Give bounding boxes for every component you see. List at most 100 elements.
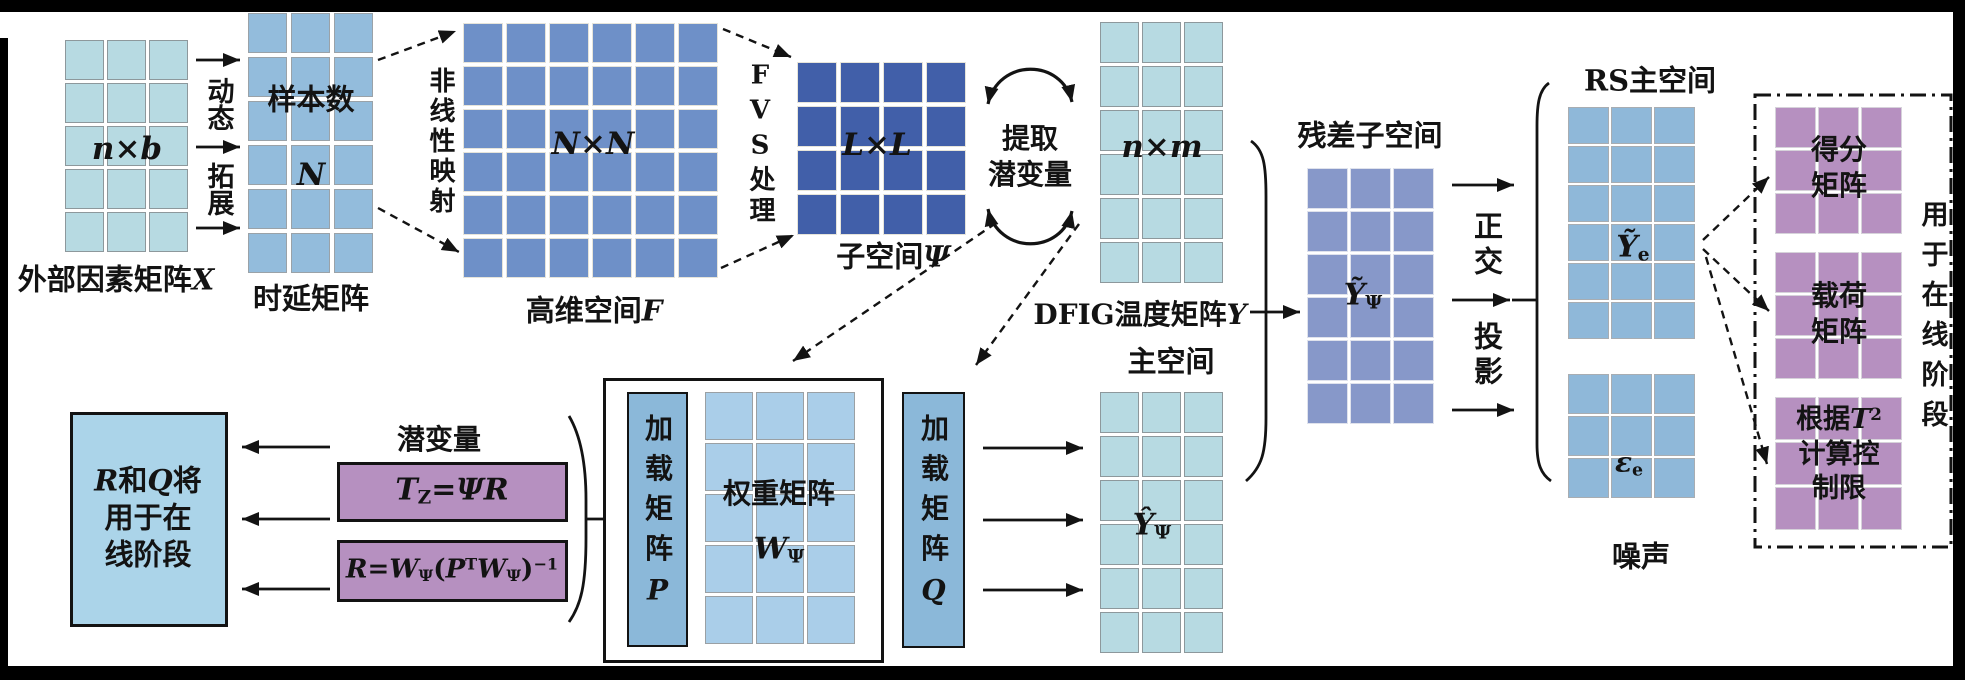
label-loading-matrix-p: 加载矩阵P (641, 413, 674, 619)
matrix-weight (705, 392, 855, 644)
matrix-cell (463, 66, 503, 106)
matrix-cell (463, 109, 503, 149)
matrix-cell (1142, 612, 1181, 653)
label-extract-latent-variables: 提取 潜变量 (987, 122, 1072, 191)
matrix-cell (705, 392, 753, 440)
matrix-cell (1307, 297, 1348, 338)
matrix-cell (883, 194, 923, 235)
matrix-cell (291, 101, 330, 141)
caption-high-dim-space-f: 高维空间F (525, 293, 663, 328)
matrix-cell (756, 392, 804, 440)
matrix-cell (1654, 374, 1695, 414)
matrix-cell (1654, 224, 1695, 261)
matrix-cell (1393, 211, 1434, 252)
label-y-tilde-e: Ỹe (1616, 229, 1650, 266)
double-curved-arrow (984, 67, 1076, 105)
matrix-cell (592, 109, 632, 149)
matrix-cell (463, 195, 503, 235)
label-orthogonal: 正交 (1469, 211, 1504, 281)
matrix-cell (1861, 338, 1902, 379)
matrix-cell (1568, 458, 1609, 498)
matrix-delay (248, 13, 373, 273)
matrix-cell (149, 40, 188, 80)
matrix-cell (1307, 211, 1348, 252)
dashed-arrow (1704, 256, 1769, 465)
matrix-cell (678, 109, 718, 149)
matrix-cell (65, 126, 104, 166)
matrix-cell (1654, 458, 1695, 498)
matrix-cell (107, 40, 146, 80)
caption-noise: 噪声 (1611, 539, 1671, 574)
matrix-cell (926, 62, 966, 103)
dashed-arrow (722, 27, 792, 59)
matrix-cell (149, 212, 188, 252)
matrix-cell (107, 212, 146, 252)
label-y-hat-psi: ŶΨ (1132, 507, 1172, 544)
dashed-arrow (720, 233, 795, 270)
matrix-cell (1142, 198, 1181, 239)
matrix-cell (107, 126, 146, 166)
matrix-cell (1184, 436, 1223, 477)
matrix-cell (65, 169, 104, 209)
matrix-cell (1393, 254, 1434, 295)
matrix-cell (1775, 150, 1816, 191)
label-score-matrix: 得分 矩阵 (1810, 133, 1868, 202)
caption-subspace-psi: 子空间Ψ (836, 239, 950, 274)
matrix-cell (1568, 302, 1609, 339)
matrix-cell (635, 23, 675, 63)
matrix-cell (1307, 340, 1348, 381)
matrix-cell (635, 109, 675, 149)
matrix-cell (797, 150, 837, 191)
matrix-cell (1184, 480, 1223, 521)
label-dynamic: 动态 (202, 77, 234, 131)
matrix-cell (1100, 66, 1139, 107)
matrix-cell (1142, 66, 1181, 107)
matrix-cell (1142, 110, 1181, 151)
matrix-cell (635, 66, 675, 106)
matrix-cell (1100, 568, 1139, 609)
matrix-cell (1568, 374, 1609, 414)
matrix-psi-subspace (797, 62, 966, 235)
matrix-cell (1775, 338, 1816, 379)
matrix-cell (807, 494, 855, 542)
matrix-cell (592, 238, 632, 278)
label-rs-principal-space: RS主空间 (1583, 63, 1717, 98)
matrix-cell (756, 596, 804, 644)
matrix-cell (463, 152, 503, 192)
matrix-cell (1100, 392, 1139, 433)
matrix-cell (549, 238, 589, 278)
matrix-cell (1611, 458, 1652, 498)
label-principal-space: 主空间 (1127, 344, 1215, 379)
matrix-cell (1611, 416, 1652, 456)
label-n: N (296, 157, 326, 194)
matrix-cell (1775, 107, 1816, 148)
label-latent-variable: 潜变量 (396, 423, 482, 457)
matrix-cell (1654, 146, 1695, 183)
brace (1535, 81, 1552, 483)
matrix-cell (1611, 185, 1652, 222)
matrix-cell (756, 545, 804, 593)
loading-matrix-q-rect (902, 392, 965, 648)
matrix-cell (678, 152, 718, 192)
matrix-rs-principal (1568, 107, 1695, 339)
matrix-cell (797, 62, 837, 103)
matrix-cell (1393, 168, 1434, 209)
matrix-cell (807, 443, 855, 491)
matrix-cell (291, 57, 330, 97)
matrix-cell (463, 238, 503, 278)
matrix-y-residual (1307, 168, 1434, 424)
matrix-cell (149, 169, 188, 209)
matrix-cell (1775, 252, 1816, 293)
matrix-cell (1654, 107, 1695, 144)
matrix-cell (1142, 154, 1181, 195)
matrix-cell (807, 596, 855, 644)
matrix-cell (1184, 198, 1223, 239)
matrix-cell (1568, 185, 1609, 222)
pw-group-box (603, 378, 884, 663)
matrix-cell (1184, 110, 1223, 151)
matrix-cell (592, 23, 632, 63)
matrix-noise (1568, 374, 1695, 498)
matrix-cell (291, 13, 330, 53)
matrix-cell (549, 109, 589, 149)
matrix-cell (1184, 154, 1223, 195)
